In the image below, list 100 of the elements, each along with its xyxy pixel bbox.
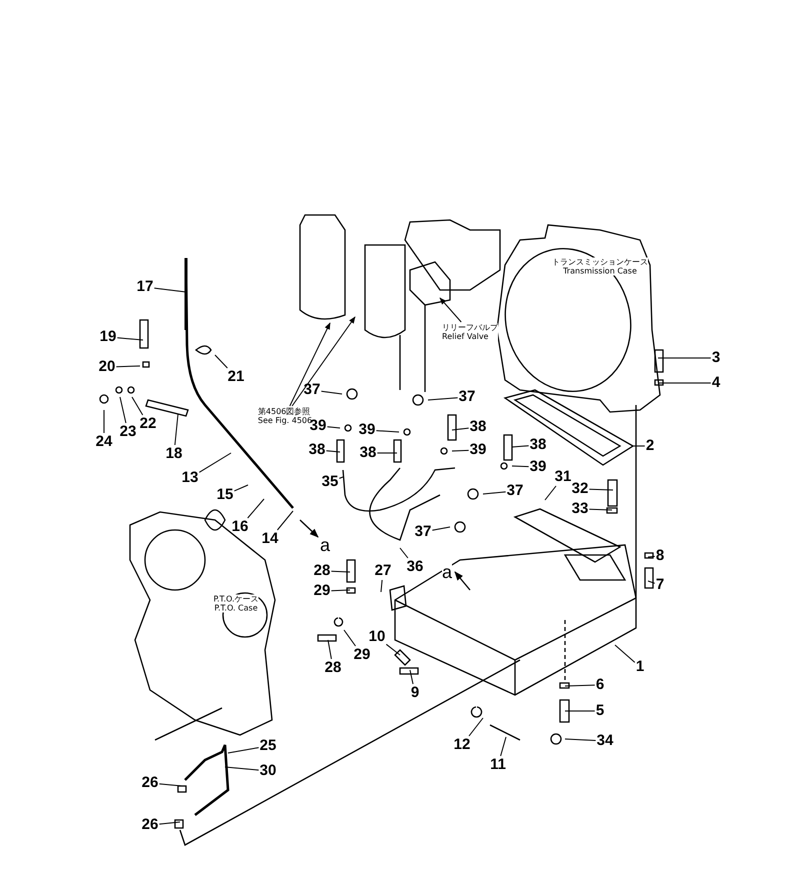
callout-number: 39 [530,459,546,475]
callout-number: 12 [454,737,470,753]
leader-line [564,738,596,741]
leader-line [326,426,340,428]
callout-number: 4 [712,375,720,391]
callout-number: 24 [96,434,112,450]
part-label: 第4506図参照 See Fig. 4506 [258,407,312,425]
leader-line [344,630,356,646]
leader-line [564,710,596,712]
leader-line [116,366,140,368]
callout-number: 31 [554,469,572,485]
leader-line [432,526,450,531]
leader-line [214,354,228,368]
leader-arrow [440,297,462,322]
callout-number: 38 [470,419,486,435]
callout-number: 38 [308,442,326,458]
callout-number: 33 [572,501,588,517]
callout-number: 29 [354,647,370,663]
leader-line [428,397,458,400]
callout-number: 18 [166,446,182,462]
leader-line [330,590,350,592]
callout-number: 22 [140,416,156,432]
leader-line [276,510,294,530]
leader-arrow [289,322,330,406]
part-label: トランスミッションケース [552,258,648,266]
leader-line [328,640,332,660]
leader-line [330,570,350,572]
callout-number: 20 [98,359,116,375]
callout-number: 9 [410,685,420,701]
leader-line [482,491,506,494]
leader-line [512,445,530,448]
callout-number: 7 [656,577,664,593]
leader-line [234,484,248,492]
leader-line [247,498,264,518]
callout-number: 25 [260,738,276,754]
callout-number: 10 [368,629,386,645]
callout-number: 14 [262,531,278,547]
callout-number: 38 [360,445,376,461]
callout-number: 37 [304,382,320,398]
callout-number: 15 [216,487,234,503]
leader-line [376,452,398,454]
part-label: Transmission Case [563,266,637,276]
callout-number: 23 [120,424,136,440]
leader-line [452,450,470,452]
leader-arrow [292,316,356,406]
leader-line [410,670,414,684]
leader-line [400,548,408,558]
leader-line [658,382,712,384]
leader-line [224,766,260,771]
callout-number: 37 [458,389,476,405]
callout-number: 34 [596,733,614,749]
leader-line [512,466,530,468]
leader-line [376,430,400,432]
callout-number: 27 [374,563,392,579]
leader-line [326,450,340,452]
leader-line [120,396,126,424]
leader-line [588,508,612,510]
leader-line [132,396,144,416]
leader-line [228,747,260,754]
callout-number: 6 [596,677,604,693]
part-label: P.T.O. Case [214,604,258,612]
leader-line [198,452,232,473]
callout-number: 11 [490,757,506,773]
leader-line [564,684,596,686]
callout-number: 30 [260,763,276,779]
leader-line [648,580,656,584]
leader-line [158,822,180,825]
callout-number: 5 [596,703,604,719]
leader-line [452,428,470,430]
callout-number: 35 [322,474,338,490]
callout-number: 32 [572,481,588,497]
leader-line [154,288,186,292]
leader-line [500,736,506,756]
leader-line [648,556,656,558]
callout-number: 29 [314,583,330,599]
callout-number: 39 [310,418,326,434]
leader-line [544,486,556,500]
leader-line [116,337,144,340]
callout-number: 36 [406,559,424,575]
callout-number: 8 [656,548,664,564]
part-label: P.T.O.ケース [213,594,259,604]
leader-line [588,488,614,490]
callout-number: 38 [530,437,546,453]
callout-number: 39 [470,442,486,458]
callout-number: 37 [414,524,432,540]
leader-line [338,476,344,479]
callout-number: 39 [358,422,376,438]
callout-number: 19 [100,329,116,345]
callout-number: 3 [712,350,720,366]
callout-number: 16 [232,519,248,535]
leader-line [614,644,636,663]
callout-number: 21 [228,369,244,385]
leader-line [320,390,342,394]
leader-line [468,718,484,736]
view-marker: a [442,563,452,581]
callout-number: 26 [142,817,158,833]
callout-number: 28 [324,660,342,676]
leader-line [380,580,383,592]
leader-line [386,644,400,656]
leader-line [158,783,182,786]
